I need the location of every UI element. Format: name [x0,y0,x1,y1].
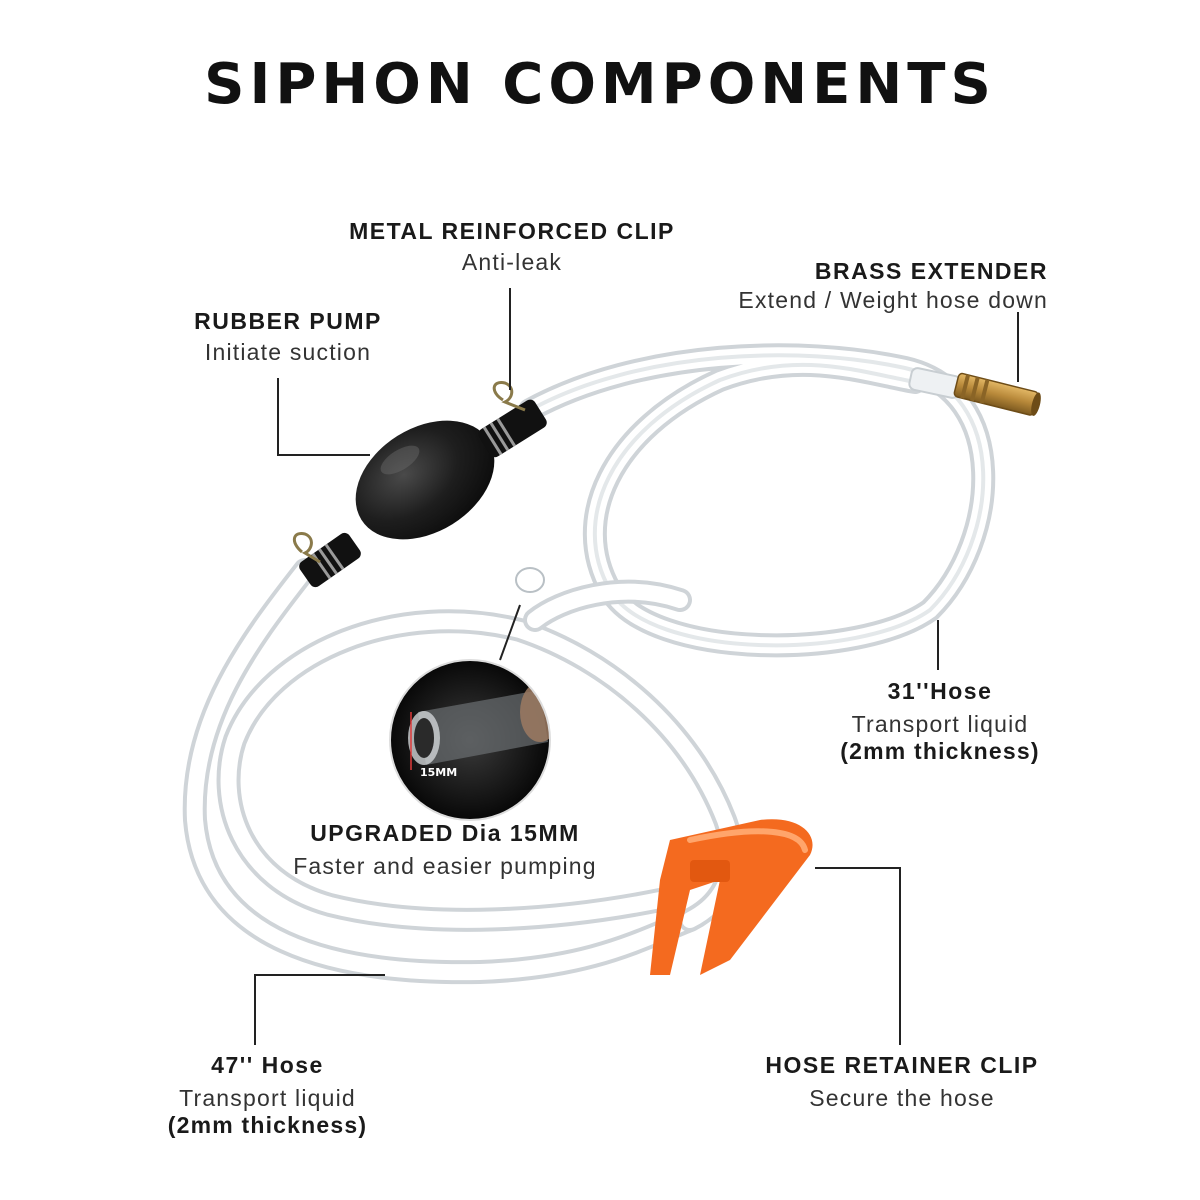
hose-47-note: (2mm thickness) [167,1112,368,1138]
retainer-clip-part [650,819,813,975]
brass-extender-heading: BRASS EXTENDER [814,258,1048,284]
inset-size-label: 15MM [420,766,457,779]
label-brass-extender: BRASS EXTENDER Extend / Weight hose down [660,258,1048,314]
label-retainer-clip: HOSE RETAINER CLIP Secure the hose [752,1052,1052,1112]
leader-diameter [499,604,521,661]
label-diameter: UPGRADED Dia 15MM Faster and easier pump… [255,820,635,880]
hose-31-tube [518,343,996,658]
label-hose-31: 31''Hose Transport liquid (2mm thickness… [815,678,1065,765]
leader-lines [254,288,1019,1045]
rubber-pump-heading: RUBBER PUMP [194,308,382,334]
metal-clip-desc: Anti-leak [461,249,563,275]
hose-open-end [515,567,545,593]
rubber-pump-bulb [355,420,495,540]
metal-clip-part [293,381,526,564]
hose-31-heading: 31''Hose [887,678,993,704]
hose-31-note: (2mm thickness) [840,738,1040,764]
page-title: SIPHON COMPONENTS [204,52,996,117]
retainer-clip-heading: HOSE RETAINER CLIP [765,1052,1039,1078]
label-hose-47: 47'' Hose Transport liquid (2mm thicknes… [140,1052,395,1139]
metal-clip-heading: METAL REINFORCED CLIP [349,218,675,244]
retainer-clip-desc: Secure the hose [809,1085,995,1111]
label-rubber-pump: RUBBER PUMP Initiate suction [168,308,408,366]
right-connector-part [478,399,547,458]
rubber-pump-desc: Initiate suction [204,339,372,365]
label-metal-clip: METAL REINFORCED CLIP Anti-leak [332,218,692,276]
leader-rubber-pump [277,378,370,456]
hose-end-sleeve [908,367,962,399]
brass-extender-part [953,372,1041,416]
brass-extender-desc: Extend / Weight hose down [738,287,1048,313]
leader-retainer-clip [815,867,901,1045]
leader-hose-47 [254,974,385,1045]
hose-47-heading: 47'' Hose [211,1052,324,1078]
hose-47-desc: Transport liquid [179,1085,356,1111]
diameter-desc: Faster and easier pumping [293,853,597,879]
hose-47-tube [182,558,744,985]
hose-31-desc: Transport liquid [851,711,1029,737]
diameter-inset: 15MM [389,659,551,821]
diameter-heading: UPGRADED Dia 15MM [310,820,580,846]
